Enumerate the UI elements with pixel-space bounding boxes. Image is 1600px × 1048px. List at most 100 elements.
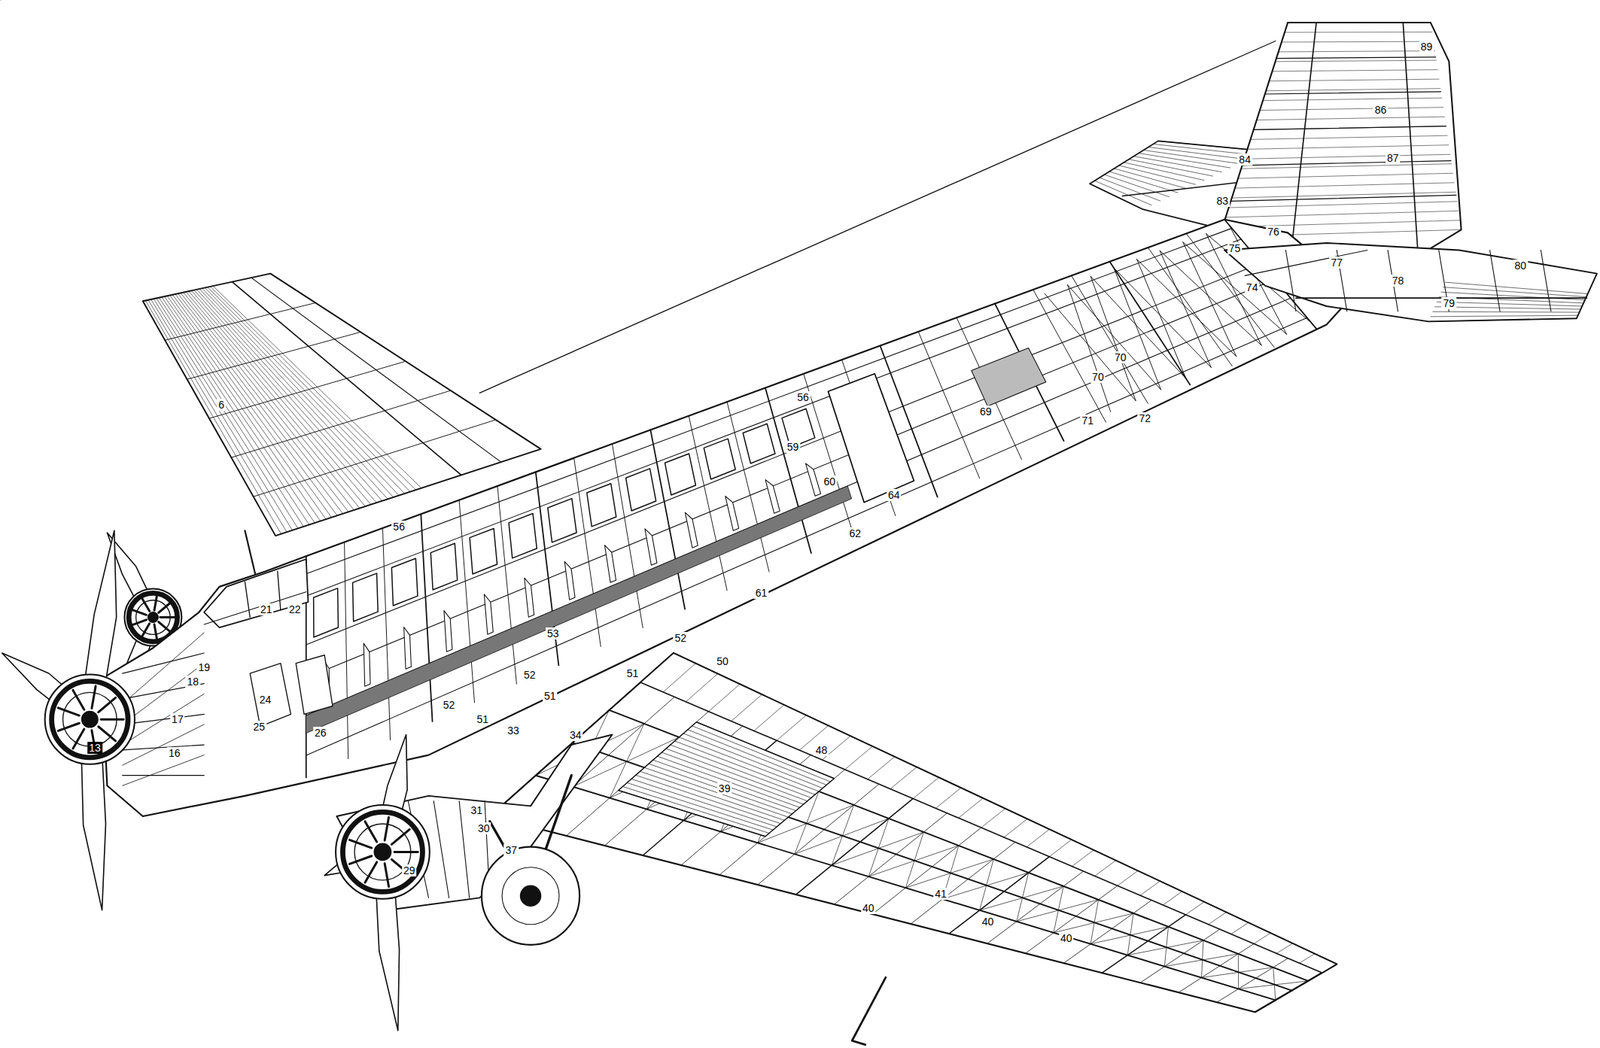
wing-lattice xyxy=(1016,873,1029,922)
callout-number: 75 xyxy=(1227,242,1243,255)
far-engine xyxy=(148,612,159,624)
wing-lattice xyxy=(1238,981,1309,990)
corrugation xyxy=(675,741,816,795)
stabilizer-corrugation xyxy=(1109,171,1178,193)
stabilizer-corrugation xyxy=(1119,165,1196,185)
fuselage-frame xyxy=(420,514,432,722)
nose-engine xyxy=(57,723,80,731)
callout-number: 24 xyxy=(258,693,274,706)
wing-lattice xyxy=(794,818,889,855)
corrugation xyxy=(692,726,831,782)
callout-number: 69 xyxy=(978,405,994,418)
callout-number: 80 xyxy=(1512,259,1528,272)
fin-corrugation xyxy=(1231,191,1456,198)
near-engine xyxy=(374,843,391,861)
stabilizer-corrugation xyxy=(1099,177,1161,201)
fin-rib xyxy=(1230,194,1456,201)
callout-number: 40 xyxy=(980,915,996,928)
callout-number: 71 xyxy=(1080,414,1096,427)
wing-lattice xyxy=(868,845,959,877)
cabin-window xyxy=(469,528,497,574)
near-engine xyxy=(365,821,378,843)
callout-number: 17 xyxy=(170,713,186,726)
stabilizer-rib xyxy=(1540,249,1552,311)
flap-corrugation xyxy=(981,809,1006,828)
rear-bracing xyxy=(1113,267,1162,390)
callout-number: 26 xyxy=(313,726,329,740)
fin-corrugation xyxy=(1228,201,1458,208)
flap-corrugation xyxy=(867,757,895,780)
nose-engine xyxy=(98,697,116,712)
wing-corrugation xyxy=(207,287,411,493)
wing-lattice xyxy=(1164,927,1169,968)
engine-mount xyxy=(122,653,204,674)
wing-lattice xyxy=(942,873,1029,900)
fin-corrugation xyxy=(1278,51,1436,52)
fin-corrugation xyxy=(1238,173,1453,179)
callout-number: 70 xyxy=(1090,371,1106,384)
callout-number: 64 xyxy=(886,489,902,502)
flap-corrugation xyxy=(1322,964,1338,974)
elevator-corrugation xyxy=(1443,287,1587,298)
flap-corrugation xyxy=(1072,850,1094,867)
wing-lattice xyxy=(905,859,994,889)
near-engine xyxy=(365,862,378,883)
callout-number: 77 xyxy=(1329,256,1345,269)
cabin-window xyxy=(352,573,379,622)
flap-corrugation xyxy=(663,663,696,693)
seat xyxy=(524,577,535,618)
fin-corrugation xyxy=(1265,88,1441,92)
callout-number: 51 xyxy=(625,667,641,680)
corrugation xyxy=(696,722,834,779)
flap-corrugation xyxy=(685,674,718,703)
corrugation xyxy=(666,748,808,802)
callout-number: 72 xyxy=(1137,412,1153,425)
pilot-seat xyxy=(249,663,291,727)
callout-number: 40 xyxy=(1058,932,1074,945)
callout-number: 84 xyxy=(1237,153,1253,166)
tail-strut xyxy=(1244,249,1368,276)
cockpit-glazing xyxy=(203,559,308,628)
cabin-window xyxy=(742,423,776,464)
fin-rib xyxy=(1253,126,1447,131)
main-wheel xyxy=(501,867,560,925)
fin-corrugation xyxy=(1250,135,1448,140)
fuselage-frame xyxy=(1071,275,1149,404)
near-engine xyxy=(349,839,372,849)
near-stabilizer xyxy=(1224,243,1597,322)
stringer xyxy=(306,279,1275,679)
elevator-corrugation xyxy=(1428,318,1577,322)
callout-number: 39 xyxy=(717,782,733,795)
near-engine xyxy=(391,829,410,845)
corrugation xyxy=(683,733,823,789)
corrugation xyxy=(687,730,827,786)
fuselage-frame xyxy=(612,444,644,629)
wing-lattice xyxy=(1238,954,1239,990)
callout-number: 70 xyxy=(1113,351,1129,364)
callout-number: 48 xyxy=(814,744,830,757)
stabilizer-corrugation xyxy=(1123,162,1204,181)
main-wheel xyxy=(520,885,541,907)
wing-lattice xyxy=(831,832,924,866)
flap-corrugation xyxy=(1253,933,1271,944)
rear-bracing xyxy=(1067,285,1111,413)
elevator-corrugation xyxy=(1436,301,1582,307)
nose-engine xyxy=(98,726,116,742)
callout-number: 56 xyxy=(795,391,811,404)
pilot-seat xyxy=(295,655,333,715)
corrugation xyxy=(639,771,785,821)
fin-corrugation xyxy=(1281,41,1434,43)
cabin-window xyxy=(391,558,418,606)
propeller-blade xyxy=(82,530,117,698)
seat xyxy=(444,611,453,653)
wing-lattice xyxy=(1053,886,1064,934)
stabilizer-corrugation xyxy=(1089,183,1144,210)
near-engine xyxy=(335,805,430,900)
seat xyxy=(564,561,575,600)
stringer xyxy=(306,263,1262,645)
flap-corrugation xyxy=(912,777,939,799)
callout-number: 83 xyxy=(1215,194,1231,207)
seat xyxy=(725,495,740,531)
callout-number: 30 xyxy=(476,822,492,835)
